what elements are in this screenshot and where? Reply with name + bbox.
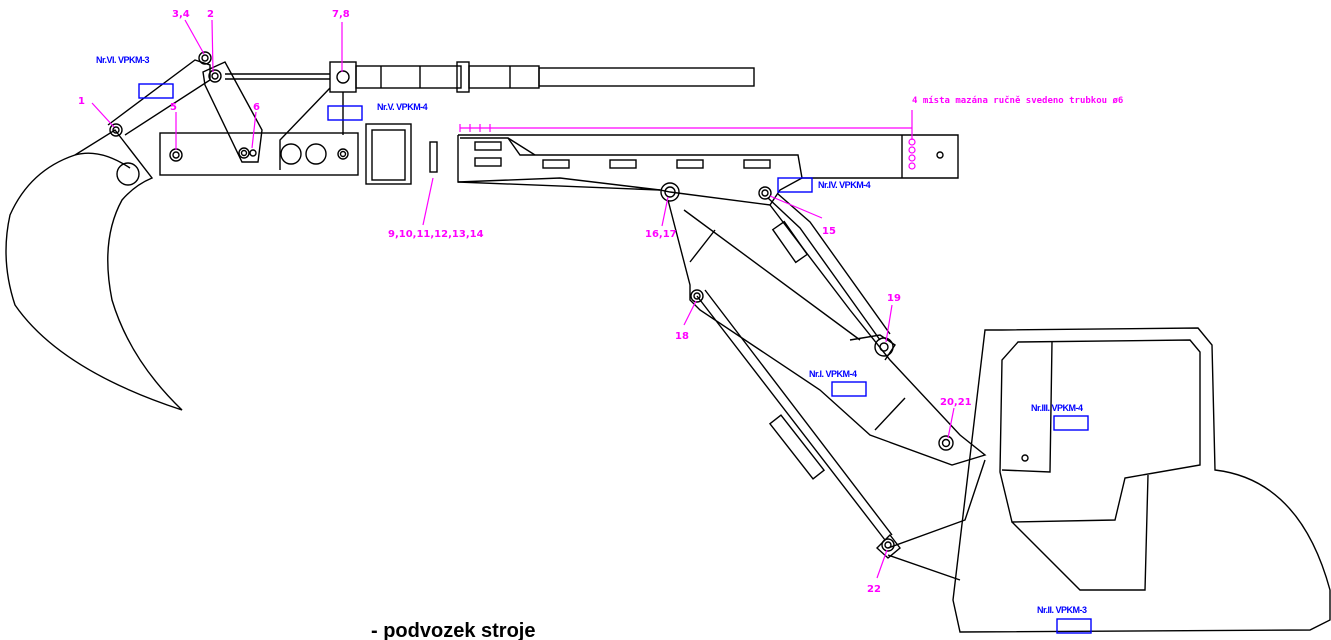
point-label-5: 5 xyxy=(170,102,177,113)
label-nr-ii: Nr.II. VPKM-3 xyxy=(1037,605,1087,615)
label-nr-i: Nr.I. VPKM-4 xyxy=(809,369,857,379)
point-label-20-21: 20,21 xyxy=(940,397,972,408)
point-label-9-14: 9,10,11,12,13,14 xyxy=(388,229,484,240)
point-label-2: 2 xyxy=(207,9,214,20)
point-label-18: 18 xyxy=(675,331,689,342)
point-label-22: 22 xyxy=(867,584,881,595)
label-nr-v: Nr.V. VPKM-4 xyxy=(377,102,428,112)
label-nr-iii: Nr.III. VPKM-4 xyxy=(1031,403,1083,413)
lubrication-labels: Nr.VI. VPKM-3 Nr.V. VPKM-4 Nr.IV. VPKM-4… xyxy=(96,55,1088,615)
point-label-19: 19 xyxy=(887,293,901,304)
lubrication-line xyxy=(91,19,955,579)
point-label-15: 15 xyxy=(822,226,836,237)
drawing-caption: - podvozek stroje xyxy=(371,620,535,640)
point-numbers: 1 3,4 2 7,8 5 6 9,10,11,12,13,14 16,17 1… xyxy=(78,9,972,595)
point-label-3-4: 3,4 xyxy=(172,9,190,20)
arm-drawing xyxy=(5,51,1331,633)
lubrication-note: 4 místa mazána ručně svedeno trubkou ø6 xyxy=(912,95,1123,106)
label-nr-vi: Nr.VI. VPKM-3 xyxy=(96,55,150,65)
label-nr-iv: Nr.IV. VPKM-4 xyxy=(818,180,871,190)
callout-boxes xyxy=(138,83,1092,634)
point-label-7-8: 7,8 xyxy=(332,9,350,20)
point-label-1: 1 xyxy=(78,96,85,107)
point-label-6: 6 xyxy=(253,102,260,113)
point-label-16-17: 16,17 xyxy=(645,229,677,240)
